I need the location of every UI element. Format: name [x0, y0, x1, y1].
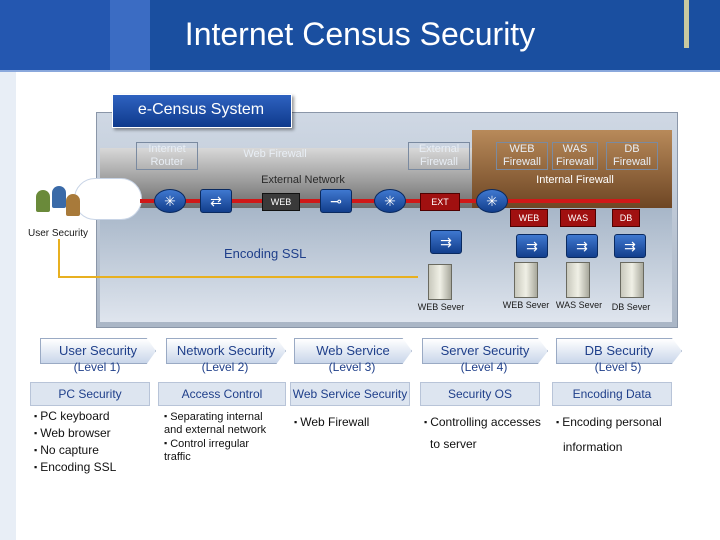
was-tag: WAS [560, 209, 596, 227]
web-firewall-internal-label: WEB Firewall [496, 142, 548, 170]
switch-icon: ⇄ [200, 189, 232, 213]
level-1-title: User Security [40, 338, 156, 364]
server-icon [514, 262, 538, 298]
ssl-connection-line [58, 276, 418, 278]
level-4-item-continuation: to server [430, 437, 477, 451]
internet-cloud-icon [74, 178, 142, 220]
server-icon [566, 262, 590, 298]
server-icon [620, 262, 644, 298]
level-4-category: Security OS [420, 382, 540, 406]
user-icon [52, 186, 66, 208]
server-label: WAS Sever [555, 300, 603, 310]
level-4-title: Server Security [422, 338, 548, 364]
level-1-items: PC keyboard Web browser No capture Encod… [34, 408, 154, 476]
user-security-label: User Security [26, 228, 91, 239]
level-5-category: Encoding Data [552, 382, 672, 406]
ssl-connection-line [58, 232, 60, 278]
header-divider [0, 70, 720, 72]
external-firewall-label: External Firewall [408, 142, 470, 170]
list-item: Encoding SSL [34, 459, 154, 476]
level-5-number: (Level 5) [594, 360, 642, 374]
encoding-ssl-label: Encoding SSL [224, 246, 307, 261]
db-tag: DB [612, 209, 640, 227]
internet-router-label: Internet Router [136, 142, 198, 170]
level-2-items: Separating internal and external network… [164, 410, 274, 464]
list-item: PC keyboard [34, 408, 154, 425]
list-item: Web browser [34, 425, 154, 442]
level-1-number: (Level 1) [73, 360, 121, 374]
firewall-appliance-icon: ⊸ [320, 189, 352, 213]
level-3-items: Web Firewall [294, 414, 410, 431]
system-title: e-Census System [137, 101, 265, 118]
level-5-title: DB Security [556, 338, 682, 364]
switch-icon: ⇉ [614, 234, 646, 258]
server-label: WEB Sever [502, 300, 550, 310]
was-firewall-label: WAS Firewall [552, 142, 598, 170]
level-4-items: Controlling accesses [424, 414, 548, 431]
external-network-label: External Network [261, 174, 345, 186]
router-icon: ✳ [374, 189, 406, 213]
level-5-items: Encoding personal [556, 414, 680, 431]
switch-icon: ⇉ [430, 230, 462, 254]
header-band [0, 0, 110, 72]
list-item: Controlling accesses [424, 414, 548, 431]
internal-firewall-label: Internal Firewall [536, 174, 614, 186]
server-label: DB Sever [611, 302, 651, 312]
user-icon [36, 190, 50, 212]
level-1-category: PC Security [30, 382, 150, 406]
web-internal-tag: WEB [510, 209, 548, 227]
list-item: Control irregular traffic [164, 437, 274, 464]
server-label: WEB Sever [417, 302, 465, 312]
list-item: Separating internal and external network [164, 410, 274, 437]
ext-tag: EXT [420, 193, 460, 211]
left-decorative-stripe [0, 72, 16, 540]
level-3-category: Web Service Security [290, 382, 410, 406]
web-firewall-label: Web Firewall [243, 148, 307, 160]
switch-icon: ⇉ [516, 234, 548, 258]
list-item: Web Firewall [294, 414, 410, 431]
level-4-number: (Level 4) [460, 360, 508, 374]
user-icon [66, 194, 80, 216]
header-accent-bar [684, 0, 689, 48]
system-title-box [112, 94, 292, 128]
level-3-title: Web Service [294, 338, 412, 364]
level-5-item-continuation: information [563, 440, 623, 454]
level-2-title: Network Security [166, 338, 286, 364]
web-tag: WEB [262, 193, 300, 211]
router-icon: ✳ [476, 189, 508, 213]
level-3-number: (Level 3) [328, 360, 376, 374]
list-item: Encoding personal [556, 414, 680, 431]
page-title: Internet Census Security [184, 16, 536, 52]
server-icon [428, 264, 452, 300]
router-icon: ✳ [154, 189, 186, 213]
switch-icon: ⇉ [566, 234, 598, 258]
header-band-secondary [110, 0, 150, 72]
level-2-category: Access Control [158, 382, 286, 406]
list-item: No capture [34, 442, 154, 459]
level-2-number: (Level 2) [201, 360, 249, 374]
db-firewall-label: DB Firewall [606, 142, 658, 170]
